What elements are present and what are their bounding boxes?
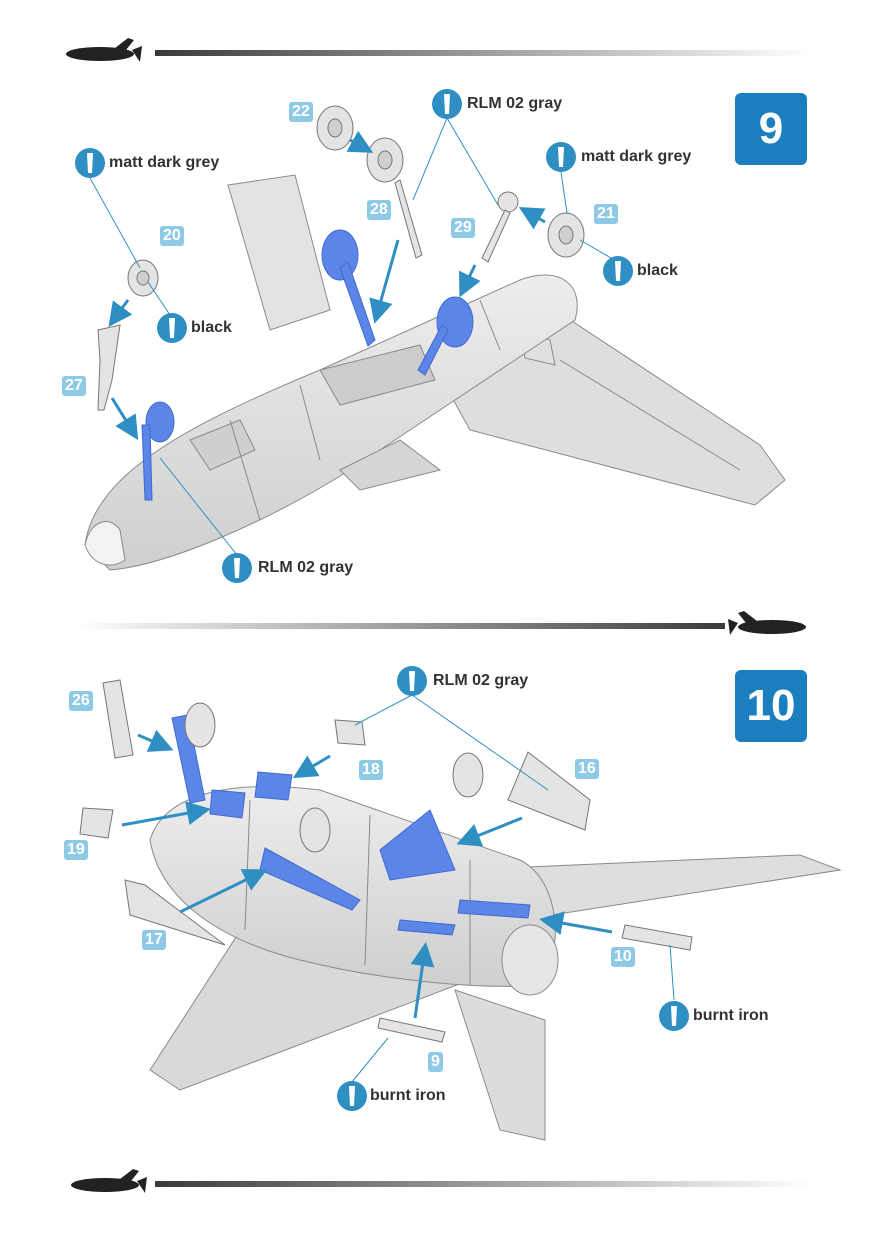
paint-drop-icon <box>157 313 187 343</box>
callout-matt-right: matt dark grey <box>581 147 691 167</box>
paint-drop-icon <box>432 89 462 119</box>
paint-drop-icon <box>546 142 576 172</box>
paint-drop-icon <box>397 666 427 696</box>
step10-aircraft <box>150 787 840 1140</box>
aircraft-silhouette-icon <box>66 38 142 62</box>
callout-rlm-top: RLM 02 gray <box>467 94 562 114</box>
callout-burnt-bottom: burnt iron <box>370 1086 446 1106</box>
part-number: 22 <box>289 102 313 122</box>
part-number: 9 <box>428 1052 443 1072</box>
step9-aircraft <box>85 175 785 570</box>
footer-divider <box>71 1169 810 1193</box>
callout-burnt-right: burnt iron <box>693 1006 769 1026</box>
header-divider <box>66 38 810 62</box>
step-number-9: 9 <box>735 93 807 165</box>
part-number: 28 <box>367 200 391 220</box>
callout-matt-left: matt dark grey <box>109 153 219 173</box>
part-number: 21 <box>594 204 618 224</box>
part-number: 10 <box>611 947 635 967</box>
part-number: 26 <box>69 691 93 711</box>
paint-drop-icon <box>337 1081 367 1111</box>
callout-black-left: black <box>191 318 232 338</box>
aircraft-silhouette-icon <box>728 611 806 635</box>
paint-drop-icon <box>222 553 252 583</box>
part-number: 16 <box>575 759 599 779</box>
part-number: 17 <box>142 930 166 950</box>
part-number: 18 <box>359 760 383 780</box>
part-number: 19 <box>64 840 88 860</box>
paint-drop-icon <box>75 148 105 178</box>
main-wheel-left <box>322 230 358 280</box>
part-number: 20 <box>160 226 184 246</box>
paint-drop-icon <box>603 256 633 286</box>
middle-divider <box>75 611 806 635</box>
callout-rlm-bottom: RLM 02 gray <box>258 558 353 578</box>
part-number: 29 <box>451 218 475 238</box>
callout-black-right: black <box>637 261 678 281</box>
callout-rlm-top-10: RLM 02 gray <box>433 671 528 691</box>
part-number: 27 <box>62 376 86 396</box>
aircraft-silhouette-icon <box>71 1169 147 1193</box>
paint-drop-icon <box>659 1001 689 1031</box>
step-number-10: 10 <box>735 670 807 742</box>
